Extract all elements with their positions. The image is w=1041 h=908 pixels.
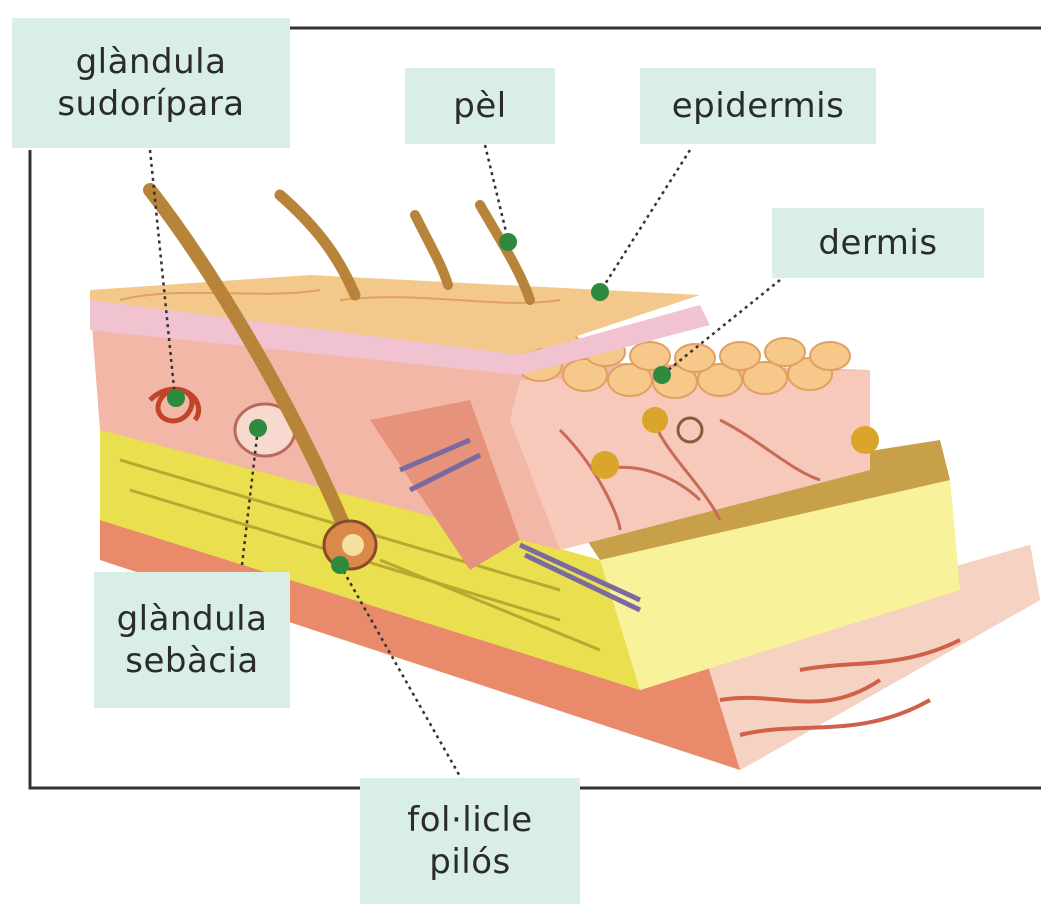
- marker-epidermis: [591, 283, 609, 301]
- label-sebaceous-gland-line2: sebàcia: [125, 640, 259, 682]
- label-hair-follicle: fol·licle pilós: [360, 778, 580, 904]
- label-sweat-gland-line2: sudorípara: [57, 83, 244, 125]
- label-epidermis: epidermis: [640, 68, 876, 144]
- label-sweat-gland: glàndula sudorípara: [12, 18, 290, 148]
- label-hair-text: pèl: [453, 85, 506, 127]
- label-dermis: dermis: [772, 208, 984, 278]
- label-dermis-text: dermis: [818, 222, 937, 264]
- marker-sweat-gland: [167, 389, 185, 407]
- label-epidermis-text: epidermis: [672, 85, 845, 127]
- label-sweat-gland-line1: glàndula: [76, 41, 227, 83]
- label-sebaceous-gland: glàndula sebàcia: [94, 572, 290, 708]
- label-hair: pèl: [405, 68, 555, 144]
- label-hair-follicle-line2: pilós: [429, 841, 511, 883]
- label-hair-follicle-line1: fol·licle: [407, 799, 532, 841]
- marker-sebaceous-gland: [249, 419, 267, 437]
- label-sebaceous-gland-line1: glàndula: [117, 598, 268, 640]
- marker-hair-follicle: [331, 556, 349, 574]
- marker-dermis: [653, 366, 671, 384]
- marker-hair: [499, 233, 517, 251]
